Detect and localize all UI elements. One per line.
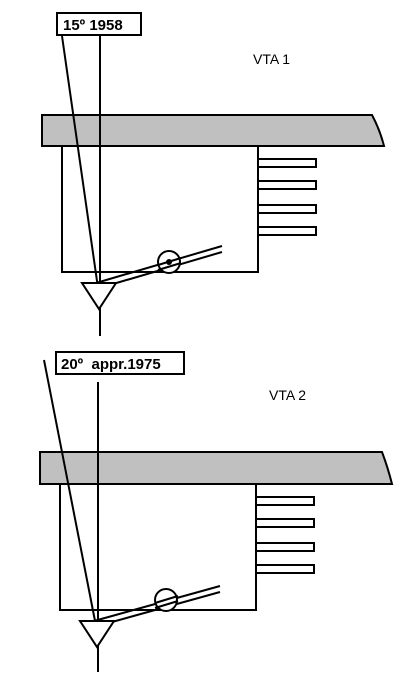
panel-vta-1: 15º 1958 VTA 1 <box>41 12 386 336</box>
year-label: 15º 1958 <box>63 17 123 34</box>
connector-pins <box>257 158 317 236</box>
platter-bar <box>39 451 394 485</box>
cartridge-body <box>59 483 257 611</box>
vta-label: VTA 1 <box>253 51 290 67</box>
year-label-box <box>55 351 185 375</box>
panel-vta-2: 20º appr.1975 VTA 2 <box>39 351 394 672</box>
tracking-angle-line <box>61 35 99 289</box>
platter-bar <box>41 114 386 147</box>
connector-pins <box>255 496 315 574</box>
pivot-dot <box>166 259 172 265</box>
year-label: 20º appr.1975 <box>61 356 161 373</box>
stylus-tip <box>78 620 116 649</box>
cartridge-body <box>61 145 259 273</box>
tracking-angle-line <box>43 359 97 627</box>
connector-pin <box>255 564 315 574</box>
year-label-box <box>56 12 142 36</box>
connector-pin <box>257 180 317 190</box>
connector-pin <box>257 158 317 168</box>
stylus-tip <box>80 282 118 311</box>
connector-pin <box>257 226 317 236</box>
connector-pin <box>257 204 317 214</box>
connector-pin <box>255 496 315 506</box>
connector-pin <box>255 518 315 528</box>
connector-pin <box>255 542 315 552</box>
vta-label: VTA 2 <box>269 387 306 403</box>
